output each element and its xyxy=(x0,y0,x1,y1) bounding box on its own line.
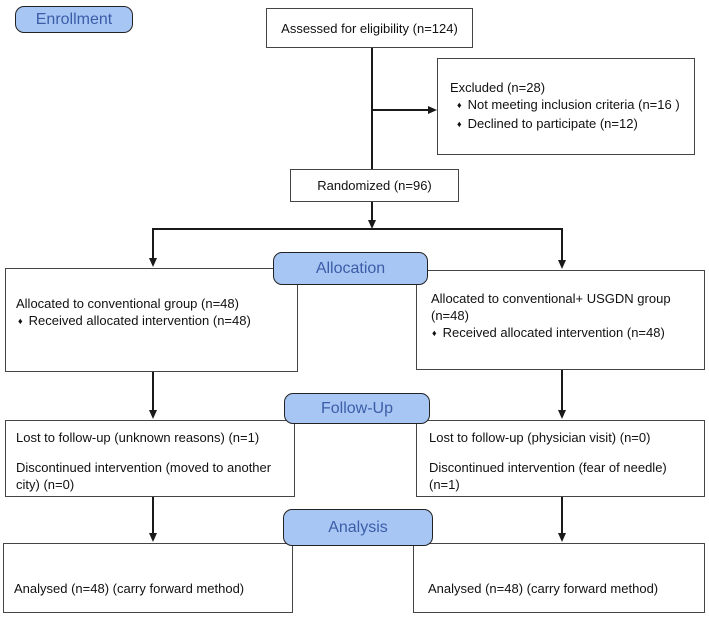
connector-followup-left-to-analysis xyxy=(152,497,154,534)
followup-left-line2: Discontinued intervention (moved to anot… xyxy=(16,460,272,492)
followup-left-line1: Lost to follow-up (unknown reasons) (n=1… xyxy=(16,430,260,445)
analysis-left-box: Analysed (n=48) (carry forward method) xyxy=(3,543,293,613)
arrowhead-analysis-left-icon xyxy=(148,533,157,542)
connector-to-excluded xyxy=(372,109,428,111)
allocation-right-box: Allocated to conventional+ USGDN group (… xyxy=(416,270,705,370)
diamond-bullet-icon: ♦ xyxy=(18,316,23,326)
allocation-right-bullet-1: ♦ Received allocated intervention (n=48) xyxy=(425,324,690,343)
allocation-right-bullet-1-text: Received allocated intervention (n=48) xyxy=(442,324,665,340)
connector-allocation-right-to-followup xyxy=(561,370,563,411)
followup-right-box: Lost to follow-up (physician visit) (n=0… xyxy=(416,420,705,497)
arrowhead-randomized-icon xyxy=(367,220,376,229)
stage-label-analysis: Analysis xyxy=(283,509,433,546)
connector-allocation-left-to-followup xyxy=(152,372,154,411)
arrowhead-analysis-right-icon xyxy=(557,533,566,542)
allocation-left-title: Allocated to conventional group (n=48) xyxy=(16,296,239,311)
assessed-for-eligibility-box: Assessed for eligibility (n=124) xyxy=(266,8,473,48)
connector-branch-horizontal xyxy=(152,228,563,230)
excluded-bullet-2: ♦ Declined to participate (n=12) xyxy=(450,115,686,134)
arrowhead-excluded-icon xyxy=(428,105,437,114)
diamond-bullet-icon: ♦ xyxy=(432,327,437,338)
excluded-title: Excluded (n=28) xyxy=(450,80,546,95)
diamond-bullet-icon: ♦ xyxy=(457,119,462,129)
analysis-right-box: Analysed (n=48) (carry forward method) xyxy=(413,543,705,613)
followup-left-box: Lost to follow-up (unknown reasons) (n=1… xyxy=(5,420,295,497)
followup-right-line2: Discontinued intervention (fear of needl… xyxy=(429,460,667,492)
excluded-bullet-1: ♦ Not meeting inclusion criteria (n=16 ) xyxy=(450,96,686,115)
arrowhead-allocation-right-icon xyxy=(557,260,566,269)
stage-label-allocation: Allocation xyxy=(273,252,428,285)
connector-branch-right-down xyxy=(561,228,563,261)
arrowhead-allocation-left-icon xyxy=(148,258,157,267)
randomized-box: Randomized (n=96) xyxy=(290,169,459,202)
arrowhead-followup-left-icon xyxy=(148,410,157,419)
stage-label-follow-up: Follow-Up xyxy=(284,393,430,424)
diamond-bullet-icon: ♦ xyxy=(457,100,462,110)
allocation-right-title: Allocated to conventional+ USGDN group (… xyxy=(431,290,671,323)
allocation-left-bullet-1: ♦ Received allocated intervention (n=48) xyxy=(11,312,287,331)
arrowhead-followup-right-icon xyxy=(557,410,566,419)
allocation-left-box: Allocated to conventional group (n=48) ♦… xyxy=(5,268,298,372)
randomized-text: Randomized (n=96) xyxy=(317,178,432,193)
allocation-left-bullet-1-text: Received allocated intervention (n=48) xyxy=(28,313,251,328)
excluded-bullet-2-text: Declined to participate (n=12) xyxy=(467,116,638,131)
excluded-bullet-1-text: Not meeting inclusion criteria (n=16 ) xyxy=(467,97,680,112)
followup-right-line1: Lost to follow-up (physician visit) (n=0… xyxy=(429,430,651,445)
connector-followup-right-to-analysis xyxy=(561,497,563,534)
connector-randomized-down xyxy=(371,202,373,221)
analysis-left-text: Analysed (n=48) (carry forward method) xyxy=(14,580,245,596)
excluded-box: Excluded (n=28) ♦ Not meeting inclusion … xyxy=(437,58,695,155)
stage-label-enrollment: Enrollment xyxy=(15,6,133,33)
assessed-text: Assessed for eligibility (n=124) xyxy=(281,20,458,36)
connector-branch-left-down xyxy=(152,228,154,259)
connector-assessed-to-randomized xyxy=(371,48,373,169)
analysis-right-text: Analysed (n=48) (carry forward method) xyxy=(428,580,659,596)
